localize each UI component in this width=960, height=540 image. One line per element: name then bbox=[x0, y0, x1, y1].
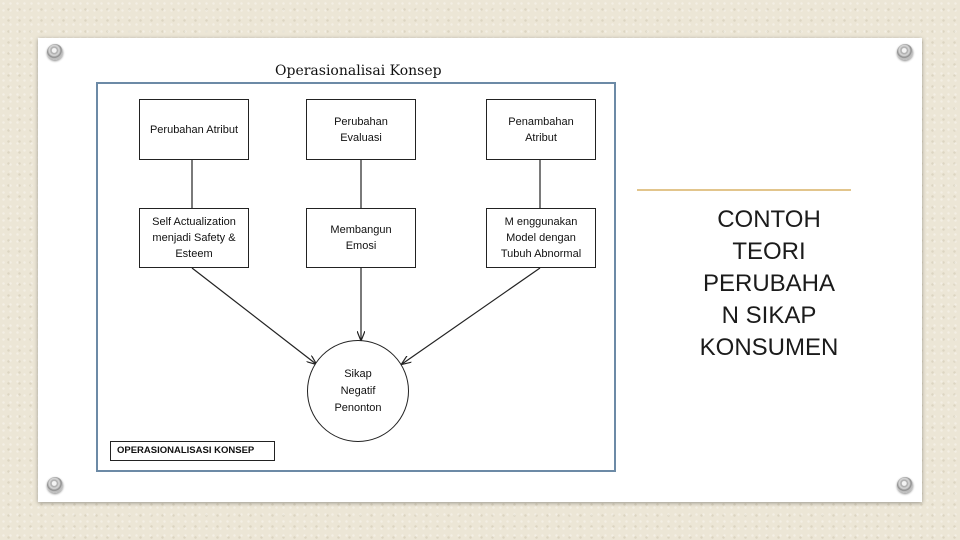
circle-sikap-negatif: Sikap Negatif Penonton bbox=[307, 340, 409, 442]
box-perubahan-evaluasi: Perubahan Evaluasi bbox=[306, 99, 416, 160]
box-menggunakan-model: M enggunakan Model dengan Tubuh Abnormal bbox=[486, 208, 596, 268]
box-penambahan-atribut: Penambahan Atribut bbox=[486, 99, 596, 160]
title-accent-rule bbox=[637, 189, 851, 191]
arrow-line bbox=[192, 268, 316, 364]
diagram-caption: OPERASIONALISASI KONSEP bbox=[110, 441, 275, 461]
arrow-line bbox=[402, 268, 540, 364]
box-membangun-emosi: Membangun Emosi bbox=[306, 208, 416, 268]
box-perubahan-atribut: Perubahan Atribut bbox=[139, 99, 249, 160]
slide-title: CONTOH TEORI PERUBAHA N SIKAP KONSUMEN bbox=[676, 204, 862, 364]
box-self-actualization: Self Actualization menjadi Safety & Este… bbox=[139, 208, 249, 268]
